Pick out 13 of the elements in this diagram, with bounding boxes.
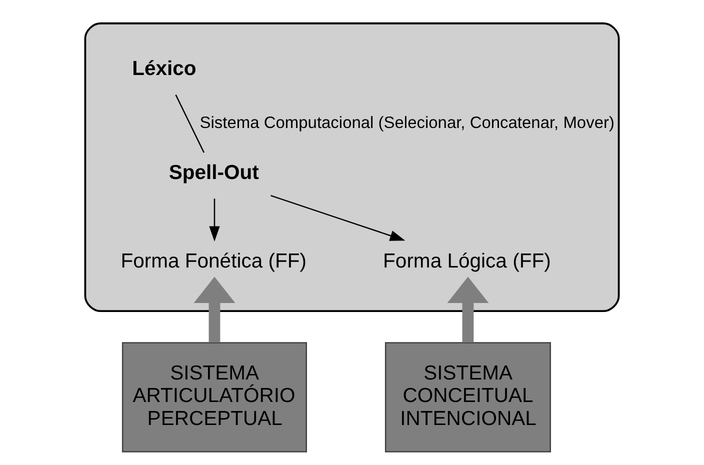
- cluster: [84, 22, 620, 312]
- node-text: Léxico: [132, 58, 196, 80]
- connector: [175, 94, 205, 153]
- node-text: Forma Lógica (FF): [383, 250, 551, 273]
- node-text: Spell-Out: [168, 162, 259, 184]
- node-box: SISTEMA CONCEITUAL INTENCIONAL: [384, 342, 551, 452]
- arrow: [209, 198, 220, 242]
- arrow: [270, 194, 406, 241]
- arrow: [194, 276, 236, 342]
- node-box: SISTEMA ARTICULATÓRIO PERCEPTUAL: [122, 342, 307, 452]
- edge-label: Sistema Computacional (Selecionar, Concatenar, Mover): [200, 114, 614, 132]
- node-text: Forma Fonética (FF): [120, 250, 306, 273]
- arrow: [447, 276, 489, 342]
